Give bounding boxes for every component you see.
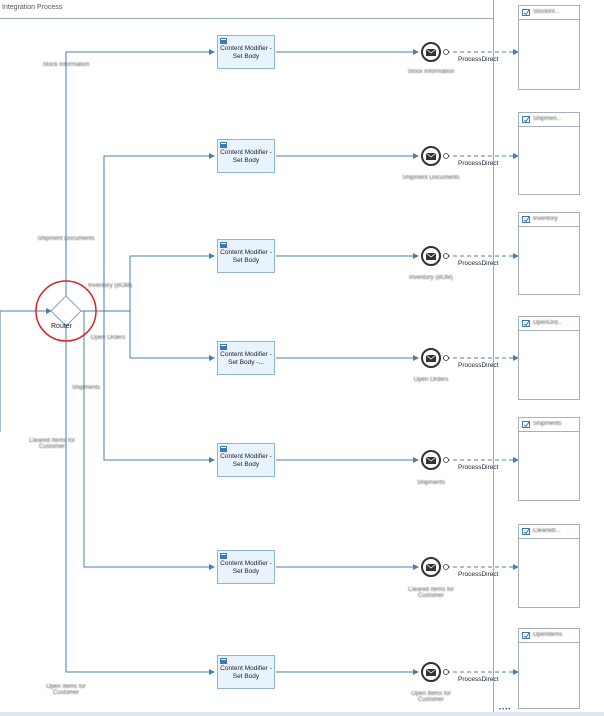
- content-modifier-icon: [220, 242, 227, 248]
- end-event-label: Shipment Documents: [402, 175, 460, 181]
- receiver-participant[interactable]: StockInf...: [518, 5, 580, 90]
- content-modifier-icon: [220, 553, 227, 559]
- receiver-icon: [522, 528, 530, 535]
- adapter-label: ProcessDirect: [458, 571, 499, 578]
- adapter-label: ProcessDirect: [458, 260, 499, 267]
- route-flow[interactable]: [65, 49, 215, 296]
- route-condition-label: Stock Information: [42, 62, 90, 68]
- participant-label: Shipmen...: [533, 116, 562, 122]
- message-end-event[interactable]: [421, 348, 449, 368]
- participant-label: Shipments: [533, 421, 562, 427]
- content-modifier-box[interactable]: Content Modifier - Set Body: [217, 550, 275, 584]
- adapter-label: ProcessDirect: [458, 160, 499, 167]
- route-condition-label: Shipments: [71, 385, 101, 391]
- receiver-icon: [522, 421, 530, 428]
- message-end-event[interactable]: [421, 662, 449, 682]
- participant-label: ClearedI...: [533, 528, 561, 534]
- receiver-icon: [522, 116, 530, 123]
- content-modifier-icon: [220, 38, 227, 44]
- content-modifier-icon: [220, 658, 227, 664]
- route-flow[interactable]: [81, 310, 215, 361]
- route-condition-label: Shipment Documents: [37, 236, 95, 242]
- route-flow[interactable]: [81, 310, 215, 570]
- incoming-flow: [0, 308, 52, 432]
- route-condition-label: Open Items for Customer: [46, 684, 86, 696]
- participant-label: OpenOrd...: [533, 320, 563, 326]
- content-modifier-box[interactable]: Content Modifier - Set Body: [217, 35, 275, 69]
- receiver-participant[interactable]: OpenOrd...: [518, 316, 580, 400]
- content-modifier-label: Content Modifier - Set Body: [220, 560, 272, 575]
- pager-dots[interactable]: ••••: [499, 707, 512, 713]
- receiver-participant[interactable]: Inventory: [518, 212, 580, 295]
- route-condition-label: Cleared Items for Customer: [28, 438, 76, 450]
- route-condition-label: Open Orders: [90, 335, 126, 341]
- route-flow[interactable]: [65, 326, 215, 675]
- end-event-label: Stock Information: [407, 69, 455, 75]
- receiver-participant[interactable]: OpenItems: [518, 628, 580, 709]
- content-modifier-label: Content Modifier - Set Body -...: [220, 351, 272, 366]
- content-modifier-box[interactable]: Content Modifier - Set Body -...: [217, 341, 275, 375]
- message-end-event[interactable]: [421, 557, 449, 577]
- end-event-label: Shipments: [416, 480, 446, 486]
- end-event-label: Open Items for Customer: [411, 691, 451, 703]
- router-diamond[interactable]: [50, 295, 82, 327]
- message-end-event[interactable]: [421, 42, 449, 62]
- content-modifier-label: Content Modifier - Set Body: [220, 149, 272, 164]
- content-modifier-label: Content Modifier - Set Body: [220, 453, 272, 468]
- receiver-icon: [522, 216, 530, 223]
- content-modifier-box[interactable]: Content Modifier - Set Body: [217, 443, 275, 477]
- receiver-icon: [522, 320, 530, 327]
- pool-divider: [0, 18, 493, 19]
- content-modifier-box[interactable]: Content Modifier - Set Body: [217, 655, 275, 689]
- message-end-event[interactable]: [421, 246, 449, 266]
- bottom-scrollbar[interactable]: [0, 712, 604, 716]
- participant-label: StockInf...: [533, 9, 560, 15]
- receiver-icon: [522, 9, 530, 16]
- route-flow[interactable]: [81, 310, 215, 463]
- router-label: Router: [51, 323, 73, 330]
- content-modifier-box[interactable]: Content Modifier - Set Body: [217, 239, 275, 273]
- message-end-event[interactable]: [421, 450, 449, 470]
- receiver-icon: [522, 632, 530, 639]
- content-modifier-icon: [220, 446, 227, 452]
- receiver-participant[interactable]: Shipments: [518, 417, 580, 501]
- end-event-label: Inventory (BOM): [408, 275, 453, 281]
- content-modifier-icon: [220, 344, 227, 350]
- content-modifier-icon: [220, 142, 227, 148]
- receiver-participant[interactable]: ClearedI...: [518, 524, 580, 608]
- participant-label: OpenItems: [533, 632, 563, 638]
- router-highlight-circle: [35, 280, 97, 342]
- end-event-label: Cleared Items for Customer: [407, 587, 455, 599]
- adapter-label: ProcessDirect: [458, 362, 499, 369]
- adapter-label: ProcessDirect: [458, 56, 499, 63]
- participant-label: Inventory: [533, 216, 558, 222]
- receiver-participant[interactable]: Shipmen...: [518, 112, 580, 195]
- adapter-label: ProcessDirect: [458, 464, 499, 471]
- content-modifier-label: Content Modifier - Set Body: [220, 45, 272, 60]
- end-event-label: Open Orders: [413, 377, 449, 383]
- content-modifier-label: Content Modifier - Set Body: [220, 249, 272, 264]
- pool-title: Integration Process: [2, 4, 63, 11]
- adapter-label: ProcessDirect: [458, 676, 499, 683]
- route-condition-label: Inventory (BOM): [87, 283, 132, 289]
- message-end-event[interactable]: [421, 146, 449, 166]
- router-gateway[interactable]: [35, 280, 97, 342]
- content-modifier-box[interactable]: Content Modifier - Set Body: [217, 139, 275, 173]
- content-modifier-label: Content Modifier - Set Body: [220, 665, 272, 680]
